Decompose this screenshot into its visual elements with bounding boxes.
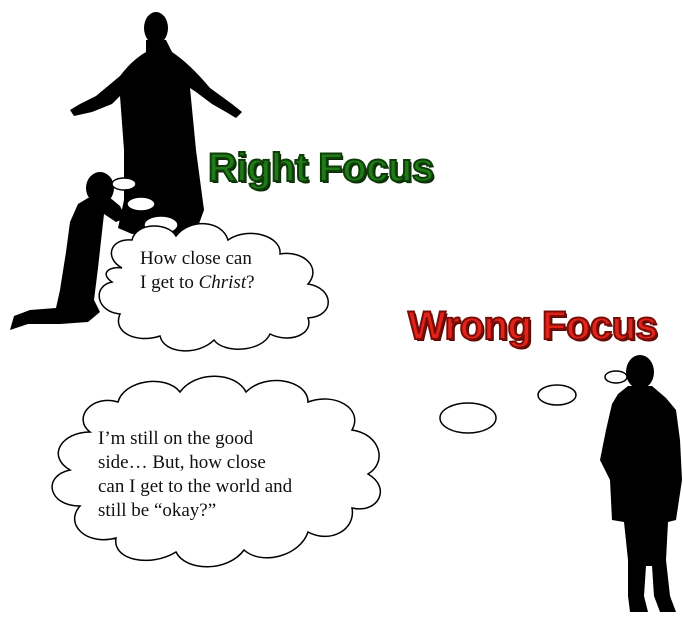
- wrong-focus-heading: Wrong Focus: [407, 304, 659, 348]
- thought-cloud-wrong: [51, 375, 381, 568]
- thought-right-line-2-post: ?: [246, 272, 255, 293]
- thought-text-right: How close can I get to Christ?: [140, 247, 310, 295]
- thought-wrong-line-4: still be “okay?”: [98, 500, 217, 521]
- thought-right-line-1: How close can: [140, 248, 252, 269]
- thought-wrong-line-2: side… But, how close: [98, 452, 266, 473]
- standing-man-silhouette: [600, 355, 682, 612]
- kneeling-figure-silhouette: [10, 172, 126, 330]
- thought-wrong-line-3: can I get to the world and: [98, 476, 293, 497]
- thought-right-christ: Christ: [198, 272, 247, 293]
- thought-trail-wrong: [439, 370, 628, 434]
- thought-cloud-right: [98, 222, 329, 352]
- right-focus-heading: Right Focus: [207, 146, 435, 190]
- thought-right-line-2: I get to Christ?: [140, 271, 310, 295]
- christ-silhouette: [70, 12, 242, 236]
- thought-right-line-2-pre: I get to: [140, 272, 199, 293]
- thought-text-wrong: I’m still on the good side… But, how clo…: [98, 427, 358, 523]
- thought-wrong-line-1: I’m still on the good: [98, 428, 254, 449]
